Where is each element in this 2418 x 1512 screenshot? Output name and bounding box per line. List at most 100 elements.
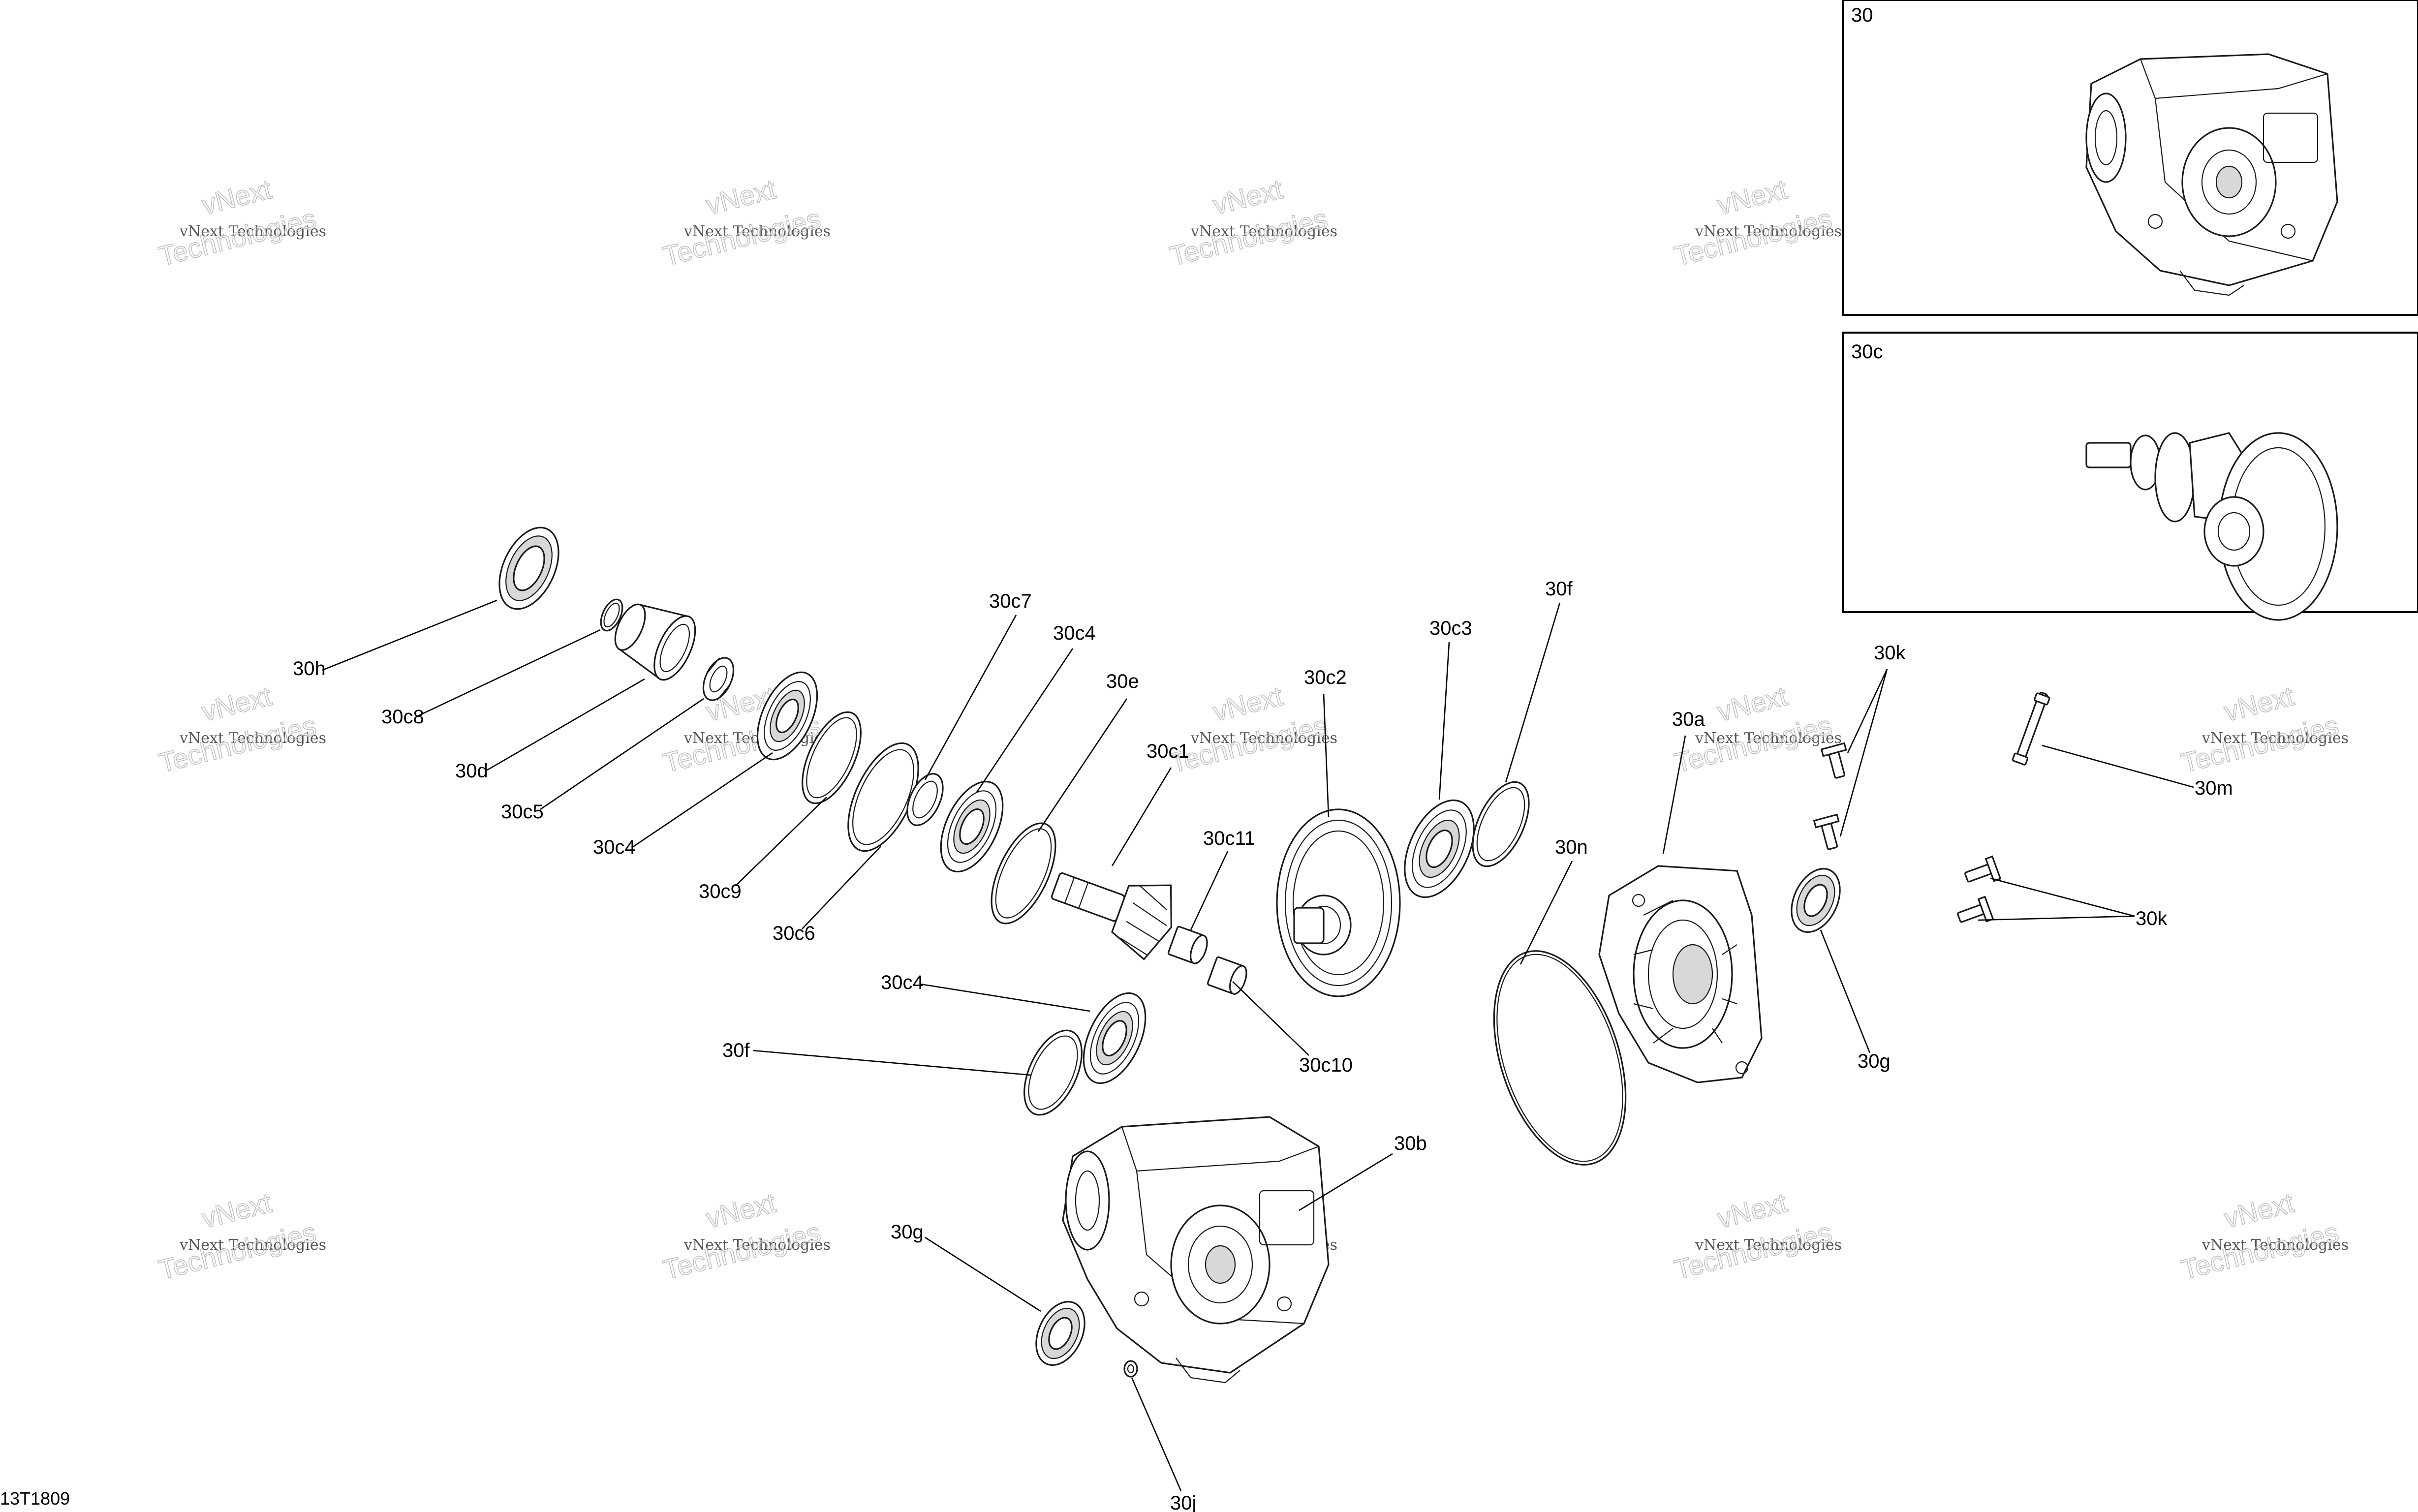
part-30f-shim xyxy=(1472,781,1530,867)
part-30c8-circlip xyxy=(600,598,623,632)
watermark-text: Technologies xyxy=(155,203,319,272)
part-callout-label: 30f xyxy=(722,1040,750,1061)
watermark-text: vNext Technologies xyxy=(683,223,831,240)
part-callout-label: 30g xyxy=(1858,1050,1891,1072)
watermark-text: vNext Technologies xyxy=(179,1236,326,1254)
part-callout-label: 30c11 xyxy=(1203,828,1255,849)
part-callout-label: 30c7 xyxy=(989,590,1032,612)
part-30c10-bushing xyxy=(1207,956,1247,995)
leader-line xyxy=(920,983,1090,1012)
part-30c4-bearing xyxy=(940,780,1004,873)
watermark-text: vNext xyxy=(1210,173,1286,220)
part-30c7-washer xyxy=(906,773,944,826)
part-30d-sleeve xyxy=(614,603,696,681)
watermark-text: Technologies xyxy=(1671,1216,1834,1285)
leader-line xyxy=(1662,735,1686,854)
part-callout-label: 30c3 xyxy=(1429,617,1472,639)
leader-line xyxy=(1190,851,1229,930)
watermark-text: vNext Technologies xyxy=(179,730,326,747)
watermark-text: vNext Technologies xyxy=(2201,730,2349,747)
part-30c9-ring xyxy=(802,711,862,804)
part-30k-bolt xyxy=(1964,855,2002,883)
part-30c3-bearing xyxy=(1404,799,1475,898)
watermark-text: Technologies xyxy=(660,1216,823,1285)
leader-line xyxy=(735,797,827,886)
part-callout-label: 30c5 xyxy=(501,801,544,823)
part-callout-label: 30c2 xyxy=(1304,667,1347,688)
part-callout-label: 30j xyxy=(1170,1492,1196,1512)
leader-line xyxy=(976,648,1074,793)
part-30c1-pinion xyxy=(1051,872,1172,960)
part-callout-label: 30c9 xyxy=(699,881,742,902)
watermark-text: vNext Technologies xyxy=(1190,223,1337,240)
leader-line xyxy=(1438,642,1450,800)
part-30g-oil-seal xyxy=(1035,1301,1085,1366)
part-30k-bolt xyxy=(1820,742,1847,779)
part-30c11-bushing xyxy=(1167,926,1208,964)
part-callout-label: 30b xyxy=(1394,1133,1427,1154)
part-callout-label: 30e xyxy=(1106,671,1139,692)
watermark-text: vNext xyxy=(1714,680,1791,727)
leader-line xyxy=(1299,1153,1393,1211)
part-30g-oil-seal xyxy=(1791,868,1841,933)
part-30a-cover xyxy=(1598,865,1763,1083)
watermark-text: Technologies xyxy=(2178,710,2341,778)
leader-line xyxy=(1323,693,1330,817)
watermark-text: vNext xyxy=(1714,173,1791,220)
callout-layer: 30h30c830d30c530c430c930c630c730c430e30c… xyxy=(293,578,2233,1512)
leader-line xyxy=(632,752,773,848)
inset-assembly-30c: 30c xyxy=(1842,332,2418,621)
part-callout-label: 30c10 xyxy=(1299,1054,1353,1076)
part-30c5-nut xyxy=(702,657,735,701)
part-callout-label: 30k xyxy=(1874,642,1906,664)
leader-line xyxy=(1232,981,1309,1056)
part-30c2-ring-gear xyxy=(1276,808,1401,997)
part-callout-label: 30m xyxy=(2195,777,2233,799)
part-callout-label: 30a xyxy=(1672,709,1705,730)
leader-line xyxy=(2042,744,2194,788)
watermark-text: Technologies xyxy=(155,710,319,778)
leader-line xyxy=(1820,929,1871,1053)
leader-line xyxy=(752,1049,1031,1076)
leader-line xyxy=(1839,669,1888,837)
part-callout-label: 30c4 xyxy=(1053,622,1096,644)
leader-line xyxy=(1037,698,1128,832)
leader-line xyxy=(1978,915,2135,921)
part-30n-o-ring xyxy=(1493,950,1627,1166)
leader-line xyxy=(1111,767,1172,866)
watermark-text: Technologies xyxy=(1671,203,1834,272)
watermark-text: vNext xyxy=(199,1187,275,1234)
part-30e-ring xyxy=(991,822,1056,925)
part-callout-label: 30d xyxy=(455,760,488,782)
watermark-text: vNext xyxy=(703,1187,779,1234)
watermark-text: vNext Technologies xyxy=(683,1236,831,1254)
leader-line xyxy=(802,846,881,929)
leader-line xyxy=(1847,669,1888,753)
watermark-text: vNext Technologies xyxy=(1695,1236,1842,1254)
watermark-text: Technologies xyxy=(155,1216,319,1285)
watermark-text: vNext Technologies xyxy=(179,223,326,240)
watermark-text: Technologies xyxy=(1167,710,1330,778)
leader-line xyxy=(1519,861,1573,965)
watermark-text: vNext xyxy=(199,173,275,220)
part-callout-label: 30c8 xyxy=(381,706,424,728)
watermark-text: vNext xyxy=(703,173,779,220)
part-30k-bolt xyxy=(1813,813,1840,850)
leader-line xyxy=(415,629,601,718)
watermark-text: Technologies xyxy=(2178,1216,2341,1285)
part-callout-label: 30c4 xyxy=(881,972,924,993)
part-30h-oil-seal xyxy=(498,526,559,610)
part-30c4-bearing xyxy=(1083,992,1147,1084)
watermark-text: vNext xyxy=(2221,1187,2297,1234)
leader-line xyxy=(1505,602,1561,783)
leader-line xyxy=(540,698,704,810)
